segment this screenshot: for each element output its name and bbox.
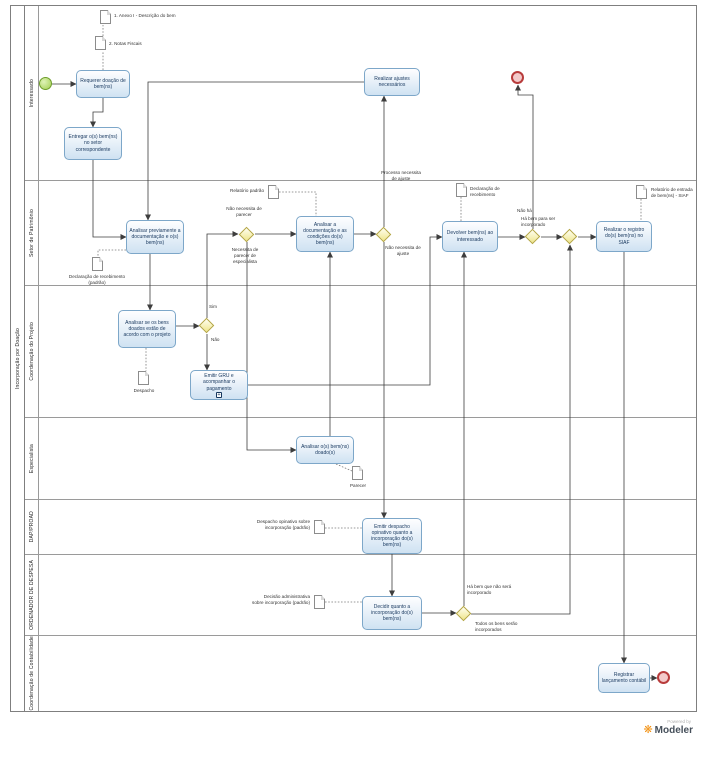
edge-label-nao-incorporado: Há bem que não será incorporado — [467, 584, 512, 595]
task-label: Decidir quanto a incorporação do(s) bem(… — [371, 603, 413, 623]
task-label: Analisar o(s) bem(ns) doado(s) — [301, 443, 349, 456]
task-label: Registrar lançamento contábil — [601, 671, 647, 684]
task-label: Analisar a documentação e as condições d… — [303, 221, 347, 247]
doc-despacho-opinativo-icon[interactable] — [314, 520, 325, 534]
subprocess-plus-icon: + — [216, 392, 222, 398]
end-event-top[interactable] — [511, 71, 524, 84]
edge-label-nao-parecer: Não necessita de parecer — [226, 206, 262, 217]
lane-label: Setor de Patrimônio — [28, 209, 35, 257]
subprocess-emitir-gru[interactable]: Emitir GRU e acompanhar o pagamento+ — [190, 370, 248, 400]
task-label: Requerer doação de bem(ns) — [80, 77, 126, 90]
doc-label-decisao: Decisão administrativa sobre incorporaçã… — [252, 594, 310, 605]
bizagi-modeler-link[interactable]: ❋ Modeler — [643, 724, 693, 737]
lane-label: Coordenação de Contabilidade — [28, 636, 35, 711]
doc-despacho-icon[interactable] — [138, 371, 149, 385]
doc-relatorio-siaf-icon[interactable] — [636, 185, 647, 199]
task-label: Analisar se os bens doados estão de acor… — [123, 319, 171, 339]
end-event-bottom[interactable] — [657, 671, 670, 684]
task-registrar-siaf[interactable]: Realizar o registro do(s) bem(ns) no SIA… — [596, 221, 652, 252]
edge-label-nao: Não — [211, 337, 220, 342]
lane-coordenacao-projeto: Coordenação do Projeto — [25, 285, 696, 419]
pool-label: Incorporação por Doação — [14, 327, 21, 390]
edge-label-todos-incorporados: Todos os bens serão incorporados — [475, 621, 518, 632]
doc-label-despacho: Despacho — [133, 388, 155, 393]
task-entregar-bens[interactable]: Entregar o(s) bem(ns) no setor correspon… — [64, 127, 122, 160]
lane-dap: DAP/PROAD — [25, 500, 696, 555]
doc-label-declaracao-padrao: Declaração de recebimento (padrão) — [68, 274, 126, 285]
bizagi-product-name: Modeler — [654, 725, 693, 736]
lane-title: ORDENADOR DE DESPESA — [25, 554, 39, 636]
task-label: Devolver bem(ns) ao interessado — [446, 230, 494, 243]
task-registrar-contabil[interactable]: Registrar lançamento contábil — [598, 663, 650, 693]
powered-by-text: Powered by — [667, 719, 691, 724]
doc-label-declaracao: Declaração de recebimento — [470, 186, 500, 197]
lane-title: Coordenação de Contabilidade — [25, 636, 39, 711]
doc-decisao-icon[interactable] — [314, 595, 325, 609]
annotation-notas: 2. Notas Fiscais — [109, 41, 142, 46]
doc-label-relatorio-siaf: Relatório de entrada de bem(ns) - SIAF — [651, 187, 693, 198]
task-analisar-bens-doados[interactable]: Analisar o(s) bem(ns) doado(s) — [296, 436, 354, 464]
lane-label: ORDENADOR DE DESPESA — [28, 560, 35, 630]
lane-title: Especialista — [25, 418, 39, 500]
task-label: Realizar o registro do(s) bem(ns) no SIA… — [603, 227, 645, 246]
task-label: Emitir GRU e acompanhar o pagamento — [203, 373, 235, 392]
edge-label-necessita-ajuste: Processo necessita de ajuste — [381, 170, 421, 181]
lane-title: Interessado — [25, 6, 39, 181]
task-despacho-opinativo[interactable]: Emitir despacho opinativo quanto a incor… — [362, 518, 422, 554]
doc-notas-icon[interactable] — [95, 36, 106, 50]
bpmn-pool: Incorporação por Doação Interessado Seto… — [10, 5, 697, 712]
lane-ordenador-despesa: ORDENADOR DE DESPESA — [25, 554, 696, 637]
pool-title: Incorporação por Doação — [11, 6, 25, 711]
edge-label-nao-ha: Não há — [517, 208, 532, 213]
doc-anexo-icon[interactable] — [100, 10, 111, 24]
task-devolver-bens[interactable]: Devolver bem(ns) ao interessado — [442, 221, 498, 252]
doc-declaracao-icon[interactable] — [456, 183, 467, 197]
lane-title: DAP/PROAD — [25, 500, 39, 554]
lane-title: Coordenação do Projeto — [25, 285, 39, 418]
lane-label: Coordenação do Projeto — [28, 322, 35, 381]
lanes: Interessado Setor de Patrimônio Coordena… — [25, 6, 696, 711]
bizagi-watermark: Powered by ❋ Modeler — [643, 719, 693, 736]
edge-label-necessita-parecer: Necessita de parecer de especialista — [231, 247, 259, 264]
task-decidir-incorporacao[interactable]: Decidir quanto a incorporação do(s) bem(… — [362, 596, 422, 630]
task-analisar-previamente[interactable]: Analisar previamente a documentação e o(… — [126, 220, 184, 254]
task-realizar-ajustes[interactable]: Realizar ajustes necessários — [364, 68, 420, 96]
lane-label: Interessado — [28, 79, 35, 108]
task-analisar-documentacao[interactable]: Analisar a documentação e as condições d… — [296, 216, 354, 252]
doc-parecer-icon[interactable] — [352, 466, 363, 480]
doc-relatorio-padrao-icon[interactable] — [268, 185, 279, 199]
doc-declaracao-padrao-icon[interactable] — [92, 257, 103, 271]
task-label: Realizar ajustes necessários — [374, 75, 410, 88]
edge-label-nao-ajuste: Não necessita de ajuste — [385, 245, 421, 256]
task-label: Analisar previamente a documentação e o(… — [129, 227, 181, 247]
task-label: Emitir despacho opinativo quanto a incor… — [371, 523, 413, 549]
lane-label: Especialista — [28, 444, 35, 474]
doc-label-relatorio-padrao: Relatório padrão — [230, 188, 264, 193]
lane-title: Setor de Patrimônio — [25, 181, 39, 285]
lane-label: DAP/PROAD — [28, 511, 35, 543]
annotation-anexo: 1. Anexo I - Descrição do bem — [114, 13, 176, 18]
edge-label-ha-bem: Há bem para ser incorporado — [521, 216, 556, 227]
bizagi-logo-icon: ❋ — [643, 724, 653, 736]
lane-especialista: Especialista — [25, 418, 696, 501]
lane-contabilidade: Coordenação de Contabilidade — [25, 636, 696, 711]
task-requerer-doacao[interactable]: Requerer doação de bem(ns) — [76, 70, 130, 98]
task-label: Entregar o(s) bem(ns) no setor correspon… — [68, 134, 118, 153]
doc-label-despacho-opinativo: Despacho opinativo sobre incorporação (p… — [256, 519, 310, 530]
doc-label-parecer: Parecer — [349, 483, 367, 488]
start-event[interactable] — [39, 77, 52, 90]
task-analisar-projeto[interactable]: Analisar se os bens doados estão de acor… — [118, 310, 176, 348]
edge-label-sim: Sim — [209, 304, 217, 309]
